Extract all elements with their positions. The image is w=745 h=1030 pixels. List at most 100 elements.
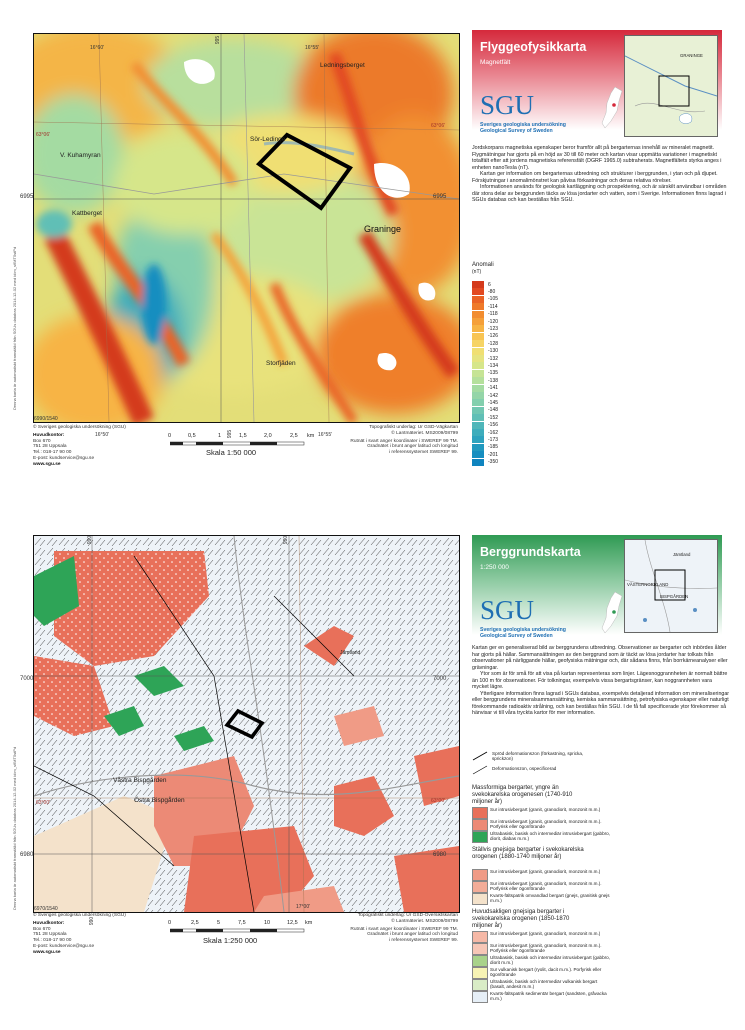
top-coord-3: i referenssystemet SWEREF 99. xyxy=(388,450,458,456)
anomaly-swatch xyxy=(472,369,484,377)
top-scale-title: Skala 1:50 000 xyxy=(206,448,257,457)
top-location-inset[interactable]: GRANINGE xyxy=(624,35,718,137)
anomaly-swatch xyxy=(472,377,484,385)
top-address-4[interactable]: E-post: kundservice@sgu.se xyxy=(33,455,95,461)
top-sgu-name-sv: Sveriges geologiska undersökning xyxy=(480,122,566,128)
anomaly-swatch xyxy=(472,325,484,333)
anomaly-legend-row: -132 xyxy=(472,355,532,362)
bedrock-swatch xyxy=(472,967,488,979)
bedrock-label: Ultrabasisk, basisk och intermediär vulk… xyxy=(490,979,598,990)
top-footer-right: Topografiskt underlag: Ur GSD-Vägkartan … xyxy=(300,425,458,456)
top-sgu-logo: SGU xyxy=(480,90,535,120)
place-kuhamyran: V. Kuhamyran xyxy=(60,152,101,159)
anomaly-swatch xyxy=(472,384,484,392)
top-scale-t5: 2,5 xyxy=(290,433,298,439)
anomaly-swatch xyxy=(472,406,484,414)
anomaly-swatch xyxy=(472,421,484,429)
sweden-outline-icon xyxy=(601,591,623,634)
anomaly-swatch xyxy=(472,295,484,303)
top-desc-p2: Kartan ger information om bergarternas u… xyxy=(472,171,718,184)
bot-address-4[interactable]: E-post: kundservice@sgu.se xyxy=(33,943,95,949)
anomaly-label: -120 xyxy=(488,318,499,325)
anomaly-legend-row: -148 xyxy=(472,406,532,414)
bedrock-swatch xyxy=(472,819,488,831)
top-scale-bar xyxy=(170,441,305,446)
anomaly-legend-row: -80 xyxy=(472,288,532,296)
bottom-footer-right: Topografiskt underlag: Ur GSD-Översiktsk… xyxy=(300,913,458,944)
anomaly-legend-row: -105 xyxy=(472,295,532,303)
top-web-link[interactable]: www.sgu.se xyxy=(33,461,61,467)
bedrock-map[interactable] xyxy=(33,535,460,913)
anomaly-swatch xyxy=(472,332,484,340)
anomaly-legend-row: -152 xyxy=(472,414,532,422)
bot-scale-t5: 12,5 xyxy=(287,920,298,926)
top-desc-p3: Informationen används för geologisk kart… xyxy=(472,184,727,204)
bedrock-swatch xyxy=(472,831,488,843)
brittle-zone-line-icon xyxy=(472,751,488,761)
anomaly-legend-row: 6 xyxy=(472,281,532,288)
top-legend-title: Anomali xyxy=(472,262,494,268)
bottom-inset-label-2: VÄSTERNORRLAND xyxy=(627,582,669,587)
bot-web-link[interactable]: www.sgu.se xyxy=(33,949,61,955)
anomaly-legend-row: -114 xyxy=(472,303,532,311)
anomaly-swatch xyxy=(472,340,484,348)
anomaly-label: -141 xyxy=(488,385,499,392)
top-copyright: © Sveriges geologiska undersökning (SGU) xyxy=(33,425,126,430)
anomaly-legend-row: -201 xyxy=(472,451,532,459)
bot-bottom-lon: 17°00' xyxy=(296,904,311,910)
magnetic-map[interactable] xyxy=(33,33,460,423)
sweden-outline-icon xyxy=(601,86,623,129)
bot-scale-t3: 7,5 xyxy=(238,920,246,926)
top-coord-1: Rutnät i svart anger koordinater i SWERE… xyxy=(350,438,458,444)
anomaly-swatch xyxy=(472,436,484,444)
bot-topo-2: © Lantmäteriet. MS2009/08799 xyxy=(391,918,458,924)
top-office: Huvudkontor: xyxy=(33,432,65,438)
anomaly-swatch xyxy=(472,362,484,370)
bot-scale-t1: 2,5 xyxy=(191,920,199,926)
anomaly-label: -105 xyxy=(488,296,499,303)
top-corner-bl: 6990/1540 xyxy=(34,416,58,422)
anomaly-legend-row: -162 xyxy=(472,429,532,436)
top-left-y: 6995 xyxy=(20,194,34,200)
anomaly-swatch xyxy=(472,414,484,422)
anomaly-label: -201 xyxy=(488,451,499,458)
anomaly-legend-row: -120 xyxy=(472,318,532,325)
place-sor-ledinge: Sör-Ledinge xyxy=(250,136,286,143)
bottom-inset-map xyxy=(625,540,717,632)
anomaly-legend-row: -142 xyxy=(472,392,532,399)
anomaly-label: -162 xyxy=(488,429,499,436)
bot-coord-2: Gradnätet i brunt anger latitud och long… xyxy=(367,932,458,938)
bot-topo-1: Topografiskt underlag: Ur GSD-Översiktsk… xyxy=(357,913,458,918)
anomaly-legend-row: -145 xyxy=(472,399,532,407)
bot-scale-t0: 0 xyxy=(168,920,172,926)
top-right-lat: 63°06' xyxy=(431,123,446,129)
anomaly-swatch xyxy=(472,303,484,311)
anomaly-legend-row: -173 xyxy=(472,436,532,444)
top-bottom-lon-right: 16°55' xyxy=(318,432,333,438)
place-ledningsberget: Ledningsberget xyxy=(320,62,365,69)
place-jamtland: Jämtland xyxy=(340,650,361,656)
anomaly-swatch xyxy=(472,429,484,436)
place-storfjaden: Storfjäden xyxy=(266,360,296,367)
anomaly-label: -123 xyxy=(488,325,499,332)
anomaly-label: -132 xyxy=(488,355,499,362)
bottom-sgu-name-sv: Sveriges geologiska undersökning xyxy=(480,627,566,633)
top-address-2: 751 28 Uppsala xyxy=(33,444,67,450)
bot-scale-title: Skala 1:250 000 xyxy=(203,936,258,945)
line-legend-2: Deformationszon, ospecificerad xyxy=(492,766,557,771)
anomaly-swatch xyxy=(472,443,484,451)
bedrock-group-heading: Huvudsakligen gnejsiga bergarter i sveko… xyxy=(472,909,570,929)
anomaly-label: -152 xyxy=(488,414,499,421)
anomaly-label: -134 xyxy=(488,362,499,369)
bedrock-swatch xyxy=(472,979,488,991)
anomaly-label: -138 xyxy=(488,377,499,384)
bedrock-label: Sur intrusivbergart (granit, granodiorit… xyxy=(490,943,602,954)
anomaly-label: -142 xyxy=(488,392,499,399)
bottom-header-title: Berggrundskarta xyxy=(480,545,581,559)
top-scale-unit: km xyxy=(307,433,315,439)
bot-desc-p1: Kartan ger en generaliserad bild av berg… xyxy=(472,645,728,671)
top-side-text: Denna karta är automatiskt framställd fr… xyxy=(12,246,17,410)
bottom-location-inset[interactable]: Jämtland VÄSTERNORRLAND BISPGÅRDEN xyxy=(624,539,718,633)
top-coord-2: Gradnätet i brunt anger latitud och long… xyxy=(367,444,458,450)
bedrock-swatch xyxy=(472,869,488,881)
